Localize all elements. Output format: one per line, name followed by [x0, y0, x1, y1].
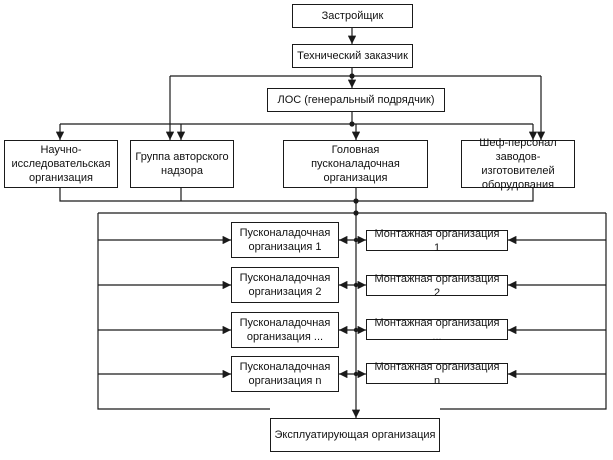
junction-dot	[353, 237, 359, 243]
connector-row-collector	[59, 188, 534, 202]
node-operating-organization: Эксплуатирующая организация	[270, 418, 440, 452]
node-head-commissioning-organization: Головная пусконаладочная организация	[283, 140, 428, 188]
junction-dot	[353, 210, 359, 216]
node-commissioning-organization: Пусконаладочная организация ...	[231, 312, 339, 348]
node-mounting-organization: Монтажная организация n	[366, 361, 508, 387]
node-mounting-organization: Монтажная организация ...	[366, 317, 508, 343]
node-commissioning-organization: Пусконаладочная организация 1	[231, 222, 339, 258]
node-commissioning-organization: Пусконаладочная организация n	[231, 356, 339, 392]
connector-right-vertical	[440, 213, 607, 410]
node-author-supervision-group: Группа авторского надзора	[130, 140, 234, 188]
node-research-organization: Научно- исследовательская организация	[4, 140, 118, 188]
junction-dot	[349, 73, 355, 79]
junction-dot	[353, 327, 359, 333]
junction-dot	[353, 198, 359, 204]
node-mounting-organization: Монтажная организация 2	[366, 273, 508, 299]
junction-dot	[353, 282, 359, 288]
node-general-contractor: ЛОС (генеральный подрядчик)	[267, 88, 445, 112]
node-technical-customer: Технический заказчик	[292, 44, 413, 68]
node-developer: Застройщик	[292, 4, 413, 28]
junction-dot	[349, 121, 355, 127]
connector-left-vertical	[97, 213, 270, 410]
node-mounting-organization: Монтажная организация 1	[366, 228, 508, 254]
junction-dot	[353, 371, 359, 377]
node-chef-personnel: Шеф-персонал заводов-изготовителей обору…	[461, 137, 575, 191]
node-commissioning-organization: Пусконаладочная организация 2	[231, 267, 339, 303]
